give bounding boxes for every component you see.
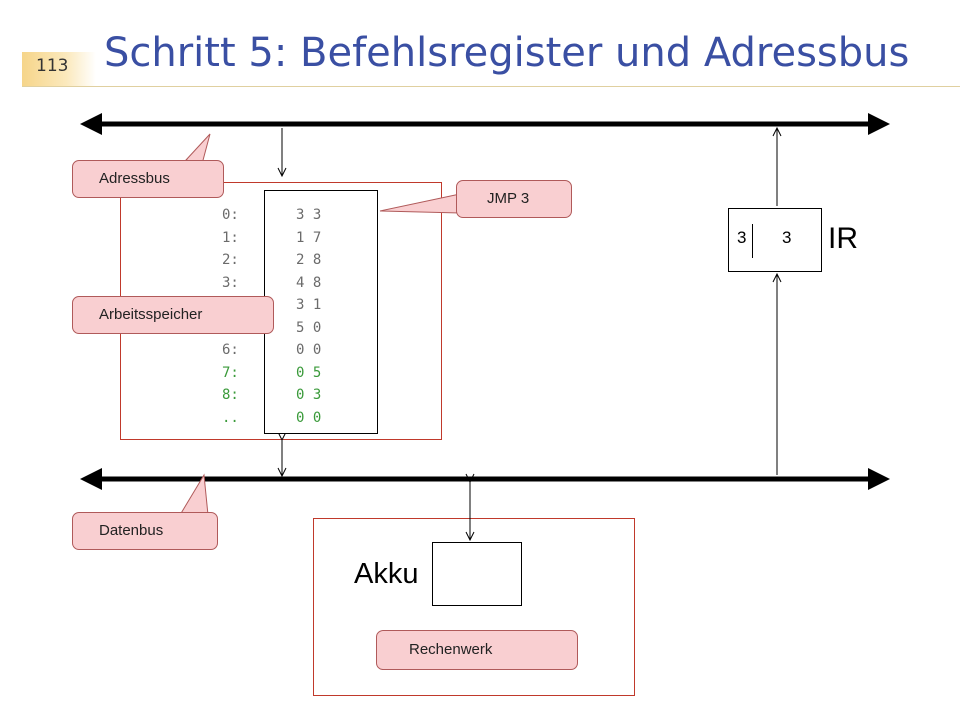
memory-value: 0 0: [296, 409, 322, 426]
jmp-callout-pointer: [379, 193, 461, 214]
memory-value: 3 1: [296, 297, 322, 313]
memory-value: 3 3: [296, 207, 322, 223]
datenbus-callout: Datenbus: [72, 512, 218, 550]
memory-box: [264, 190, 378, 434]
data-bus: [80, 468, 890, 490]
memory-address: 6:: [222, 342, 239, 358]
memory-value: 0 5: [296, 364, 322, 381]
page-number: 113: [36, 56, 69, 76]
title-divider: [22, 86, 960, 87]
memory-value: 4 8: [296, 274, 322, 291]
ir-label: IR: [828, 222, 858, 255]
memory-value: 2 8: [296, 252, 322, 268]
memory-value: 0 3: [296, 387, 322, 403]
arbeitsspeicher-callout: Arbeitsspeicher: [72, 296, 274, 334]
adressbus-callout: Adressbus: [72, 160, 224, 198]
memory-address: 3:: [222, 274, 239, 291]
memory-address: 8:: [222, 387, 239, 403]
address-bus: [80, 113, 890, 135]
page-number-badge: 113: [22, 52, 96, 86]
datenbus-label: Datenbus: [99, 522, 164, 539]
memory-address: 2:: [222, 252, 239, 268]
memory-value: 0 0: [296, 342, 322, 358]
ir-operand: 3: [782, 228, 792, 247]
adressbus-label: Adressbus: [99, 170, 170, 187]
memory-address: 7:: [222, 364, 239, 381]
memory-address: 1:: [222, 229, 239, 246]
slide-title: Schritt 5: Befehlsregister und Adressbus: [104, 30, 910, 76]
instruction-register-box: [728, 208, 822, 272]
jmp-callout: JMP 3: [456, 180, 572, 218]
accumulator-box: [432, 542, 522, 606]
memory-value: 1 7: [296, 229, 322, 246]
arbeitsspeicher-label: Arbeitsspeicher: [99, 306, 203, 323]
accumulator-label: Akku: [354, 558, 419, 590]
rechenwerk-callout: Rechenwerk: [376, 630, 578, 670]
memory-address-column: 0: 1: 2: 3: 6: 7: 8:..: [222, 204, 239, 429]
ir-opcode: 3: [737, 228, 747, 247]
memory-value-column: 3 3 1 7 2 8 4 8 3 1 5 0 0 0 0 5 0 3 0 0: [296, 204, 321, 429]
rechenwerk-label: Rechenwerk: [409, 641, 493, 658]
memory-address: ..: [222, 409, 239, 426]
jmp-label: JMP 3: [487, 190, 530, 207]
instruction-register-divider: [752, 224, 753, 258]
memory-address: 0:: [222, 207, 239, 223]
memory-value: 5 0: [296, 319, 322, 336]
